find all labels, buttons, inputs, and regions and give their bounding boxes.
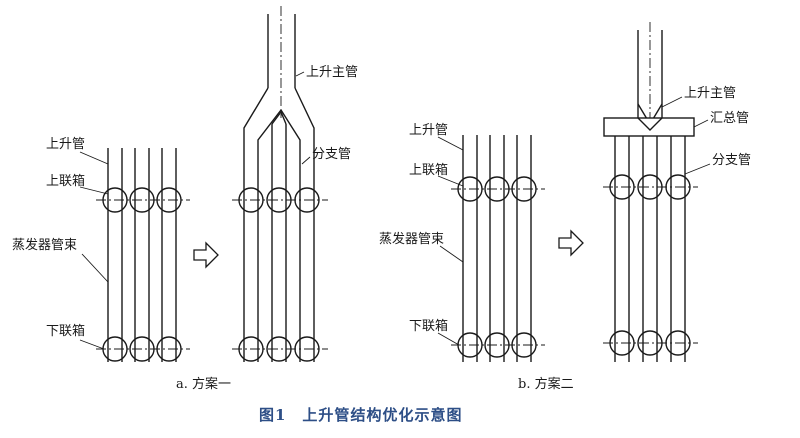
label-main-riser-b: 上升主管 — [684, 86, 736, 101]
upper-header-a-original — [96, 187, 190, 213]
main-riser-b — [637, 22, 663, 126]
upper-header-b-original — [451, 176, 545, 202]
label-evaporator-bundle-b: 蒸发器管束 — [379, 231, 444, 247]
main-riser-a — [243, 6, 315, 160]
label-upper-header-a: 上联箱 — [46, 173, 85, 189]
lower-header-b-original — [451, 332, 545, 358]
upper-header-a-optimized — [232, 187, 328, 213]
original-tube-bundle-a — [107, 148, 177, 362]
caption-scheme-a: a. 方案一 — [176, 376, 231, 392]
transform-arrow-b — [558, 229, 584, 257]
label-lower-header-b: 下联箱 — [409, 318, 448, 334]
label-main-riser-a: 上升主管 — [306, 65, 358, 80]
manifold-b — [603, 117, 695, 137]
upper-header-b-optimized — [603, 174, 698, 200]
tube-bundle-b-optimized — [614, 136, 686, 362]
label-evaporator-bundle-a: 蒸发器管束 — [12, 237, 77, 253]
tube-bundle-a-optimized — [243, 160, 315, 362]
lower-header-a-original — [96, 336, 190, 362]
label-manifold-b: 汇总管 — [710, 111, 749, 126]
label-lower-header-a: 下联箱 — [46, 323, 85, 339]
original-tube-bundle-b — [462, 135, 532, 362]
scheme-a-original: 上升管 上联箱 蒸发器管束 下联箱 — [12, 137, 190, 362]
figure-title: 图1 上升管结构优化示意图 — [259, 406, 462, 424]
label-branch-pipe-b: 分支管 — [712, 153, 751, 168]
label-riser-b: 上升管 — [409, 123, 448, 138]
label-riser-a: 上升管 — [46, 137, 85, 152]
scheme-b-optimized: 上升主管 汇总管 分支管 — [603, 22, 751, 362]
scheme-b-original: 上升管 上联箱 蒸发器管束 下联箱 — [379, 123, 545, 362]
label-branch-pipe-a: 分支管 — [312, 147, 351, 162]
lower-header-a-optimized — [232, 336, 328, 362]
lower-header-b-optimized — [603, 330, 698, 356]
label-upper-header-b: 上联箱 — [409, 162, 448, 178]
caption-scheme-b: b. 方案二 — [518, 376, 574, 392]
scheme-a-optimized: 上升主管 分支管 — [232, 6, 358, 362]
transform-arrow-a — [193, 241, 219, 269]
